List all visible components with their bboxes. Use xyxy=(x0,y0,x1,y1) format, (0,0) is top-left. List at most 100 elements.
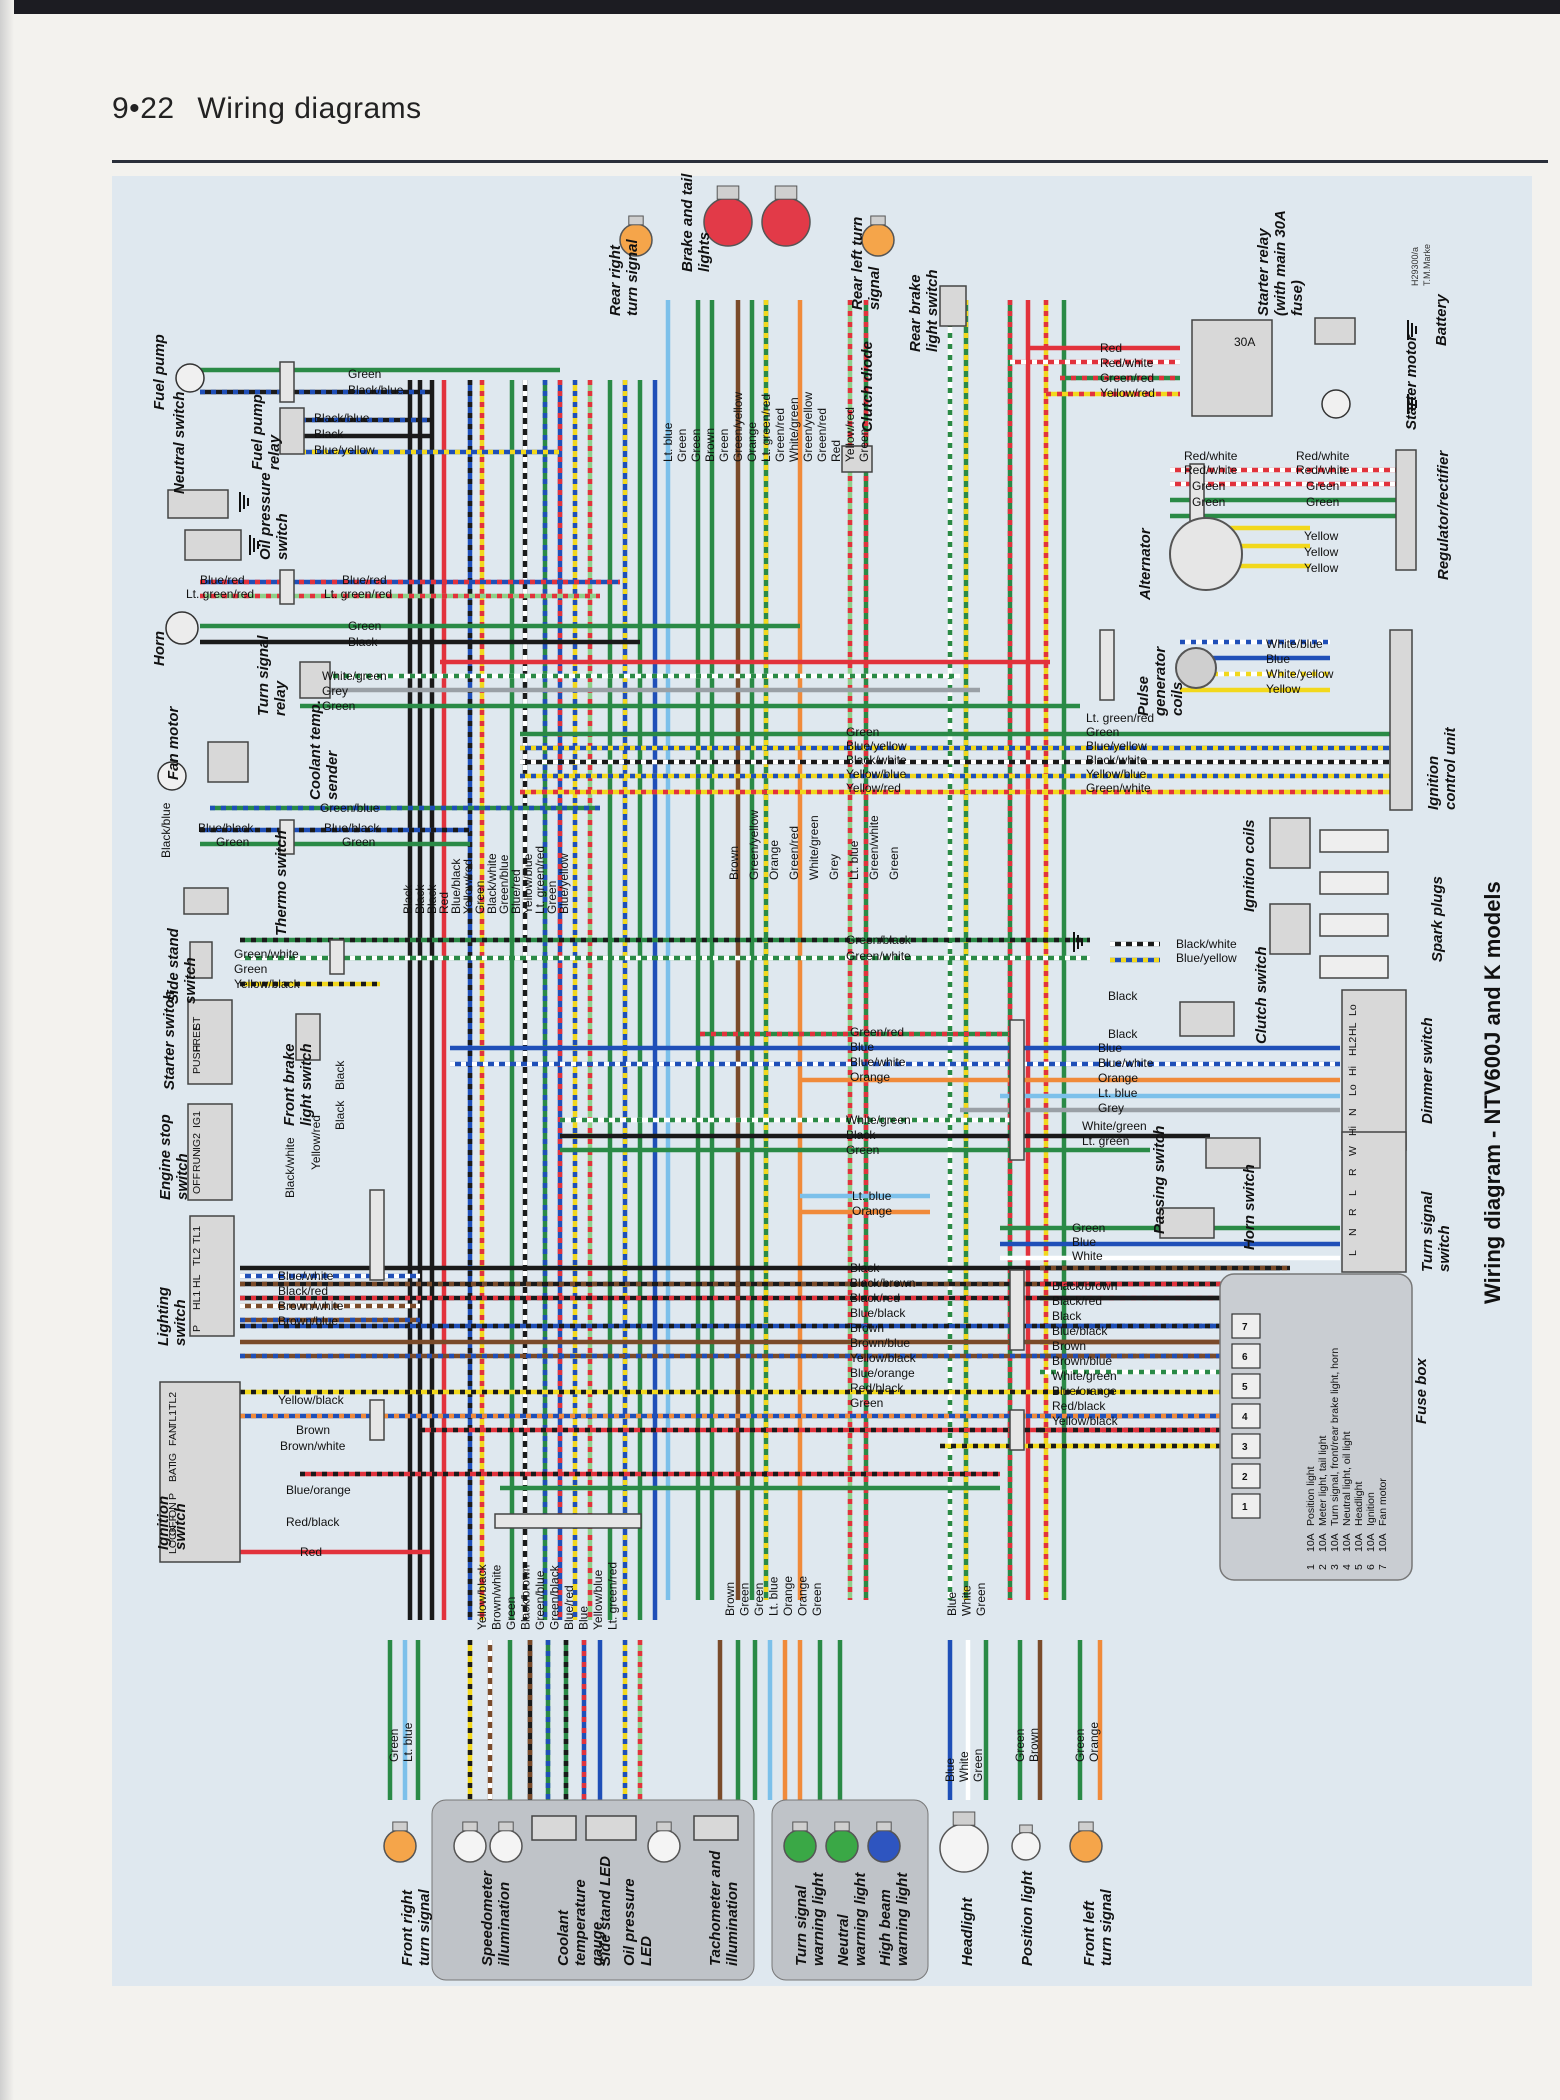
position-light-bulb-base xyxy=(1019,1824,1033,1834)
fuse-legend-rating: 10A xyxy=(1305,1533,1317,1552)
wire-label: Lt. blue xyxy=(1098,1086,1138,1100)
switch-position-label: OFF xyxy=(167,1515,179,1536)
component-label: Side stand LED xyxy=(597,1856,614,1966)
fuse-7 xyxy=(1231,1313,1261,1339)
spark-plug xyxy=(1319,913,1389,937)
connector-block xyxy=(279,361,295,403)
wire-label: Blue/orange xyxy=(286,1483,351,1497)
wire-label: Blue/white xyxy=(1098,1056,1154,1070)
component-label: Tachometer andillumination xyxy=(707,1850,741,1966)
wire-label: Green/white xyxy=(867,815,881,880)
wire-label: White/green xyxy=(322,669,387,683)
wire-label: White/yellow xyxy=(1266,667,1334,681)
thermo-switch xyxy=(183,887,229,915)
switch-position-label: Hi xyxy=(1347,1066,1359,1076)
wire-label: Green/white xyxy=(234,947,299,961)
regulator-rectifier xyxy=(1395,449,1417,571)
wire-label: White/green xyxy=(1052,1369,1117,1383)
wire-label: Green/yellow xyxy=(801,392,815,462)
ignition-switch xyxy=(159,1381,241,1563)
page-binding-shadow xyxy=(0,0,14,2100)
wire-label: Green xyxy=(545,881,559,914)
fan-motor-icon xyxy=(157,761,187,791)
wire-label: Green xyxy=(850,1396,883,1410)
brake-tail-light-bulb-base xyxy=(716,185,740,200)
fuse-legend-num: 3 xyxy=(1329,1564,1341,1570)
wire-label: Brown/white xyxy=(280,1439,346,1453)
engine-stop-switch xyxy=(187,1103,233,1201)
wire-label: Green xyxy=(738,1583,752,1616)
switch-position-label: OFF xyxy=(191,1173,203,1194)
wire-label: Black xyxy=(333,1100,347,1130)
wire-label: Blue/orange xyxy=(1052,1384,1117,1398)
high-beam-warning-bulb-base xyxy=(876,1821,892,1832)
turn-signal-relay xyxy=(299,661,331,699)
wire-layer xyxy=(200,300,1400,1800)
starter-motor-icon xyxy=(1321,389,1351,419)
wire-label: Red xyxy=(437,892,451,914)
fuse-legend-num: 1 xyxy=(1305,1564,1317,1570)
ignition-coil xyxy=(1269,817,1311,869)
switch-position-label: ST xyxy=(191,1016,203,1030)
wire-label: Green xyxy=(1306,495,1339,509)
passing-switch xyxy=(1205,1137,1261,1169)
component-label: Clutch diode xyxy=(859,341,876,432)
switch-position-label: FAN xyxy=(167,1426,179,1446)
wire-label: Lt. blue xyxy=(401,1722,415,1762)
wire-label: Grey xyxy=(322,684,348,698)
fuse-box xyxy=(1219,1273,1413,1581)
wire-label: Blue xyxy=(1266,652,1290,666)
fuse-legend-rating: 10A xyxy=(1353,1533,1365,1552)
wire-label: White xyxy=(957,1751,971,1782)
wire-label: Orange xyxy=(781,1576,795,1616)
wire-label: Black xyxy=(348,635,378,649)
fuse-number: 4 xyxy=(1242,1412,1248,1423)
component-layer xyxy=(157,185,1417,1981)
component-label: Clutch switch xyxy=(1253,946,1270,1044)
position-light-bulb xyxy=(1011,1831,1041,1861)
wire-label: Black xyxy=(850,1261,880,1275)
rear-left-turn-signal-bulb xyxy=(861,223,895,257)
side-stand-led xyxy=(585,1815,637,1841)
wire-label: White xyxy=(960,1585,974,1616)
component-label: Coolant temp.sender xyxy=(307,700,341,800)
oil-pressure-switch xyxy=(184,529,242,561)
switch-position-label: Hi xyxy=(1347,1126,1359,1136)
component-label: Starter switch xyxy=(161,991,178,1090)
wire-label: Green xyxy=(717,429,731,462)
page-number: 9•22 xyxy=(112,92,175,125)
wire-label: Blue/black xyxy=(449,858,463,914)
rear-right-turn-signal-bulb-base xyxy=(628,215,644,226)
wire-label: Green/red xyxy=(787,826,801,880)
wire-label: Lt. green/red xyxy=(1086,711,1154,725)
component-label: Coolanttemperaturegauge xyxy=(555,1879,606,1967)
fuse-legend-num: 2 xyxy=(1317,1564,1329,1570)
wire-label: Black/blue xyxy=(159,802,173,858)
wire-label: Lt. green/red xyxy=(324,587,392,601)
speedometer-illumination-bulb xyxy=(453,1829,487,1863)
fuse-number: 3 xyxy=(1242,1442,1248,1453)
wire-label: Brown/blue xyxy=(278,1314,338,1328)
wire-label: Lt. blue xyxy=(847,840,861,880)
connector-block xyxy=(369,1189,385,1281)
switch-position-label: FREE xyxy=(191,1024,203,1052)
switch-position-label: TL1 xyxy=(191,1226,203,1244)
wire-label: Green xyxy=(348,619,381,633)
switch-position-label: R xyxy=(1347,1168,1359,1176)
component-label: Fan motor xyxy=(165,706,182,780)
switch-position-label: TL1 xyxy=(167,1410,179,1428)
wire-label: White/green xyxy=(846,1113,911,1127)
wire-label: Green/blue xyxy=(497,854,511,914)
wire-label: Green xyxy=(887,847,901,880)
wire-label: Green xyxy=(473,881,487,914)
wire-label: White/green xyxy=(1082,1119,1147,1133)
wire-label: Green/yellow xyxy=(731,392,745,462)
switch-position-label: BAT xyxy=(167,1462,179,1482)
turn-signal-warning-bulb-base xyxy=(792,1821,808,1832)
switch-position-label: RUN xyxy=(191,1149,203,1172)
wire-label: Green xyxy=(1192,479,1225,493)
fuel-pump-relay xyxy=(279,407,305,455)
wire-label: Lt. green/red xyxy=(186,587,254,601)
page-title: Wiring diagrams xyxy=(197,92,422,125)
